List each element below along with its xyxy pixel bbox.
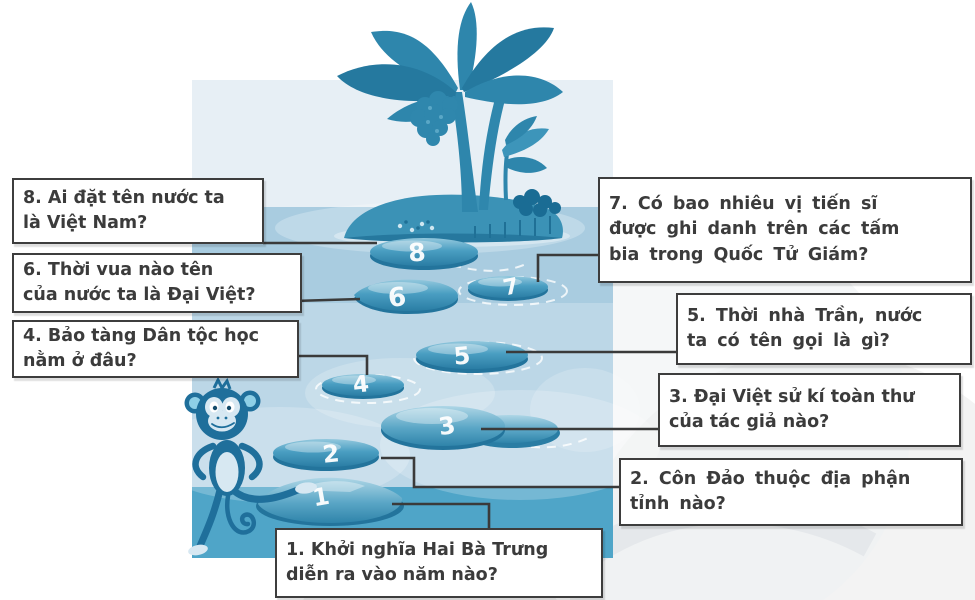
question-6-text: 6. Thời vua nào tên của nước ta là Đại V… <box>23 259 256 305</box>
banana-bunch-icon <box>410 91 458 146</box>
stone-5-number: 5 <box>452 341 471 370</box>
monkey-icon <box>184 376 317 556</box>
stone-2[interactable]: 2 <box>273 439 379 471</box>
stone-3[interactable]: 3 <box>381 406 560 450</box>
question-7-text: 7. Có bao nhiêu vị tiến sĩ được ghi danh… <box>609 193 900 265</box>
stone-5[interactable]: 5 <box>416 341 528 373</box>
question-box-7: 7. Có bao nhiêu vị tiến sĩ được ghi danh… <box>598 177 972 283</box>
question-box-8: 8. Ai đặt tên nước ta là Việt Nam? <box>12 178 264 244</box>
connector-q4 <box>296 354 369 375</box>
ripples <box>315 261 589 449</box>
question-box-5: 5. Thời nhà Trần, nước ta có tên gọi là … <box>676 293 972 365</box>
question-8-text: 8. Ai đặt tên nước ta là Việt Nam? <box>23 187 225 233</box>
stone-2-number: 2 <box>321 439 341 469</box>
question-2-text: 2. Côn Đảo thuộc địa phận tỉnh nào? <box>630 468 911 514</box>
stone-7[interactable]: 7 <box>468 274 548 302</box>
small-plant <box>502 116 549 201</box>
stone-4[interactable]: 4 <box>322 371 404 399</box>
question-box-4: 4. Bảo tàng Dân tộc học nằm ở đâu? <box>12 320 299 378</box>
connector-q7 <box>536 253 600 282</box>
question-4-text: 4. Bảo tàng Dân tộc học nằm ở đâu? <box>23 325 260 371</box>
stone-6-number: 6 <box>387 282 408 314</box>
question-box-3: 3. Đại Việt sử kí toàn thư của tác giả n… <box>658 373 961 447</box>
stone-8[interactable]: 8 <box>370 237 478 270</box>
island <box>334 189 570 247</box>
stone-8-number: 8 <box>407 237 426 267</box>
island-flowers <box>397 220 435 233</box>
question-box-1: 1. Khởi nghĩa Hai Bà Trưng diễn ra vào n… <box>275 528 603 598</box>
question-1-text: 1. Khởi nghĩa Hai Bà Trưng diễn ra vào n… <box>286 539 549 585</box>
stone-4-number: 4 <box>352 371 371 399</box>
connector-q2 <box>381 456 620 489</box>
question-5-text: 5. Thời nhà Trần, nước ta có tên gọi là … <box>687 305 923 351</box>
banana-tree-icon <box>337 2 563 212</box>
question-box-6: 6. Thời vua nào tên của nước ta là Đại V… <box>12 253 302 313</box>
question-3-text: 3. Đại Việt sử kí toàn thư của tác giả n… <box>669 386 915 432</box>
question-box-2: 2. Côn Đảo thuộc địa phận tỉnh nào? <box>619 458 963 526</box>
stone-3-number: 3 <box>437 411 457 441</box>
stone-6[interactable]: 6 <box>354 279 458 314</box>
connector-q6 <box>293 297 361 303</box>
island-bush <box>513 189 561 217</box>
connector-q1 <box>392 502 491 529</box>
connector-lines <box>263 241 677 529</box>
stone-7-number: 7 <box>501 274 521 302</box>
